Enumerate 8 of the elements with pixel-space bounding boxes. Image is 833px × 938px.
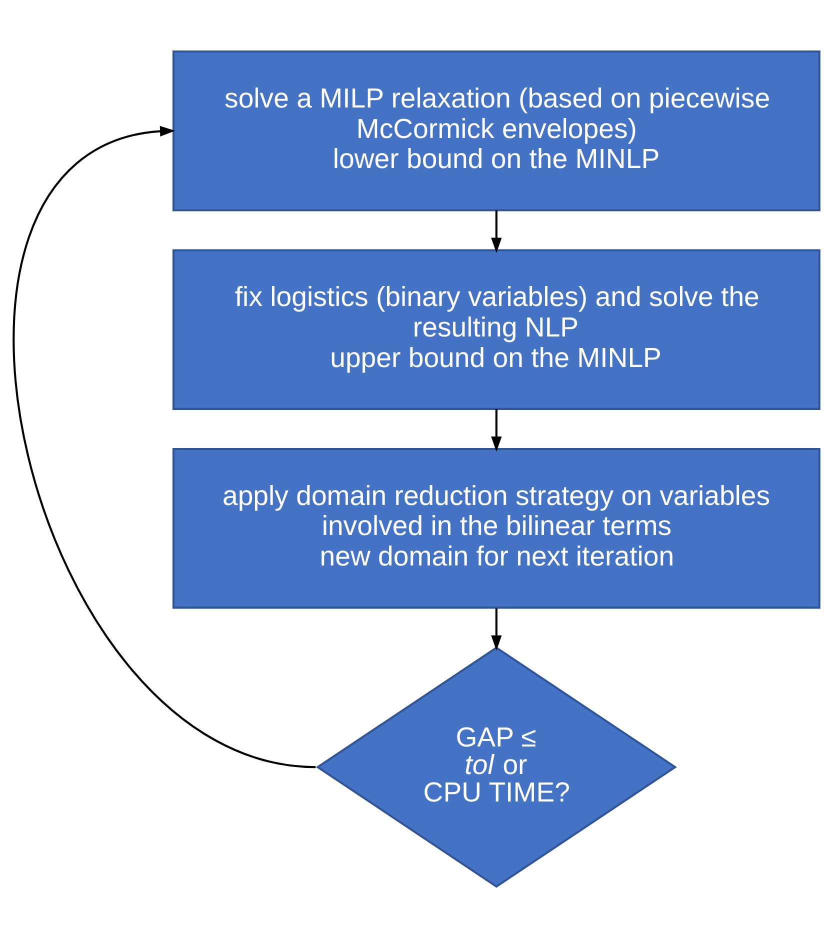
node-box: apply domain reduction strategy on variables involved in the bilinear terms new domain for next iteration: [172, 448, 820, 609]
node-box: fix logistics (binary variables) and solve the resulting NLP upper bound on the MINLP: [172, 249, 820, 410]
arrow: [491, 409, 502, 452]
arrow: [14, 126, 316, 768]
node-box: solve a MILP relaxation (based on piecewise McCormick envelopes) lower bound on the MINLP: [172, 50, 820, 212]
node-diamond: GAP ≤ tol or CPU TIME?: [316, 646, 678, 888]
arrow: [491, 608, 502, 651]
arrow: [491, 210, 502, 253]
